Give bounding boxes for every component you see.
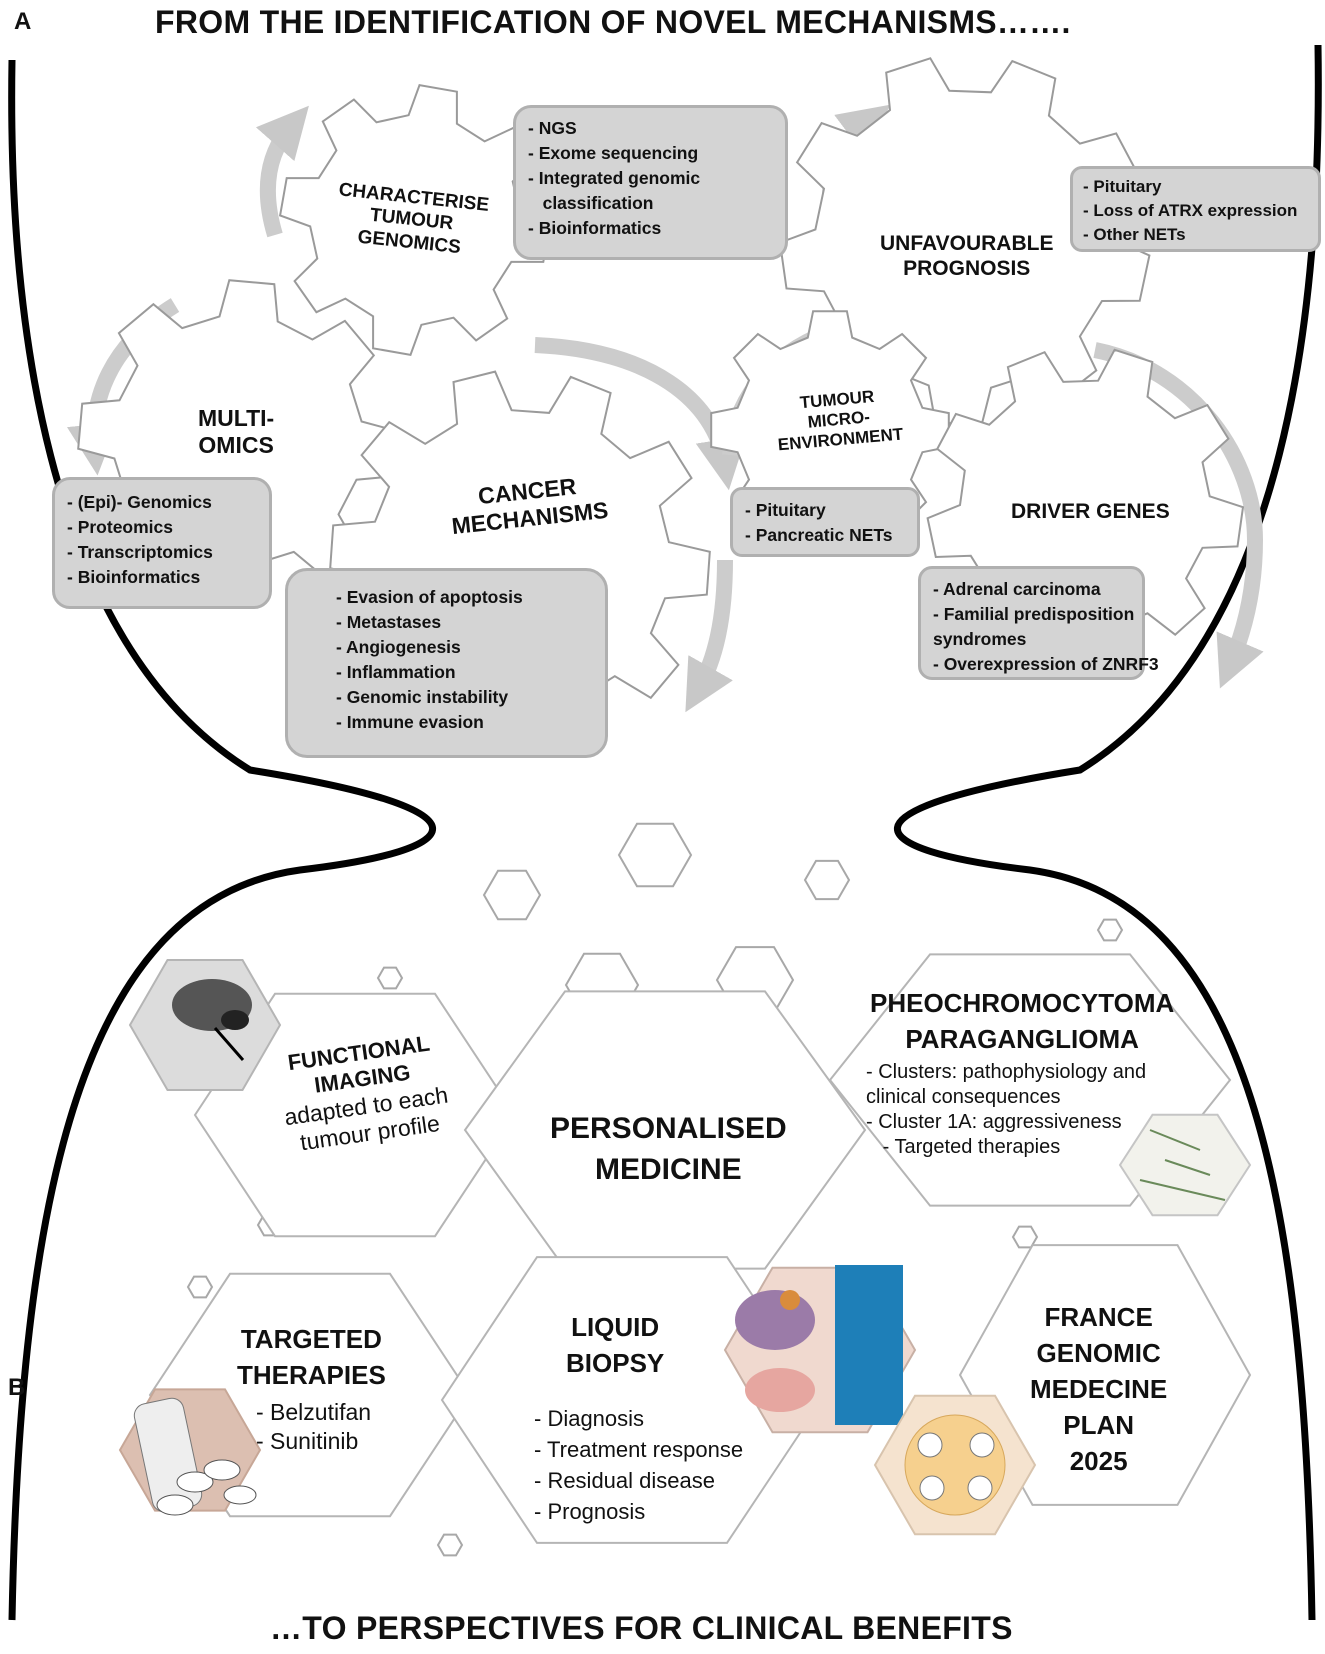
box-genomics-item: - Integrated genomic [528,168,701,188]
hex-personalised-line-2: MEDICINE [595,1153,742,1187]
hex-personalised-line-1: PERSONALISED [550,1112,787,1145]
hex-france-line-4: PLAN [1063,1409,1135,1440]
hex-france-title: FRANCE GENOMIC MEDECINE PLAN 2025 [1030,1300,1167,1479]
hex-pheo-title-line-2: PARAGANGLIOMA [905,1024,1139,1055]
hex-france-line-1: FRANCE [1044,1302,1153,1332]
box-genomics-item: classification [528,193,654,213]
hex-liquid-title: LIQUID BIOPSY [566,1310,664,1382]
gear-micro-label: TUMOUR MICRO- ENVIRONMENT [774,385,904,456]
hex-imaging-frame [193,992,517,1238]
arrow-center-down [685,559,733,713]
gear-prognosis-line-1: UNFAVOURABLE [880,232,1054,255]
box-driver-item: - Overexpression of ZNRF3 [933,654,1159,674]
gear-multiomics-label: MULTI- OMICS [198,405,274,459]
arrow-right [1093,342,1264,689]
box-multiomics-item: - Transcriptomics [67,542,213,562]
box-cancer-item: - Evasion of apoptosis [336,587,523,607]
hex-targeted-title-line-2: THERAPIES [237,1359,386,1390]
scan-thumbnail [128,959,282,1091]
box-cancer: - Evasion of apoptosis - Metastases - An… [285,568,608,758]
box-genomics-item: - Bioinformatics [528,218,662,238]
box-prognosis: - Pituitary - Loss of ATRX expression - … [1070,166,1321,252]
hex-personalised-title: PERSONALISED MEDICINE [550,1108,787,1191]
gear-driver-label: DRIVER GENES [1011,500,1170,525]
box-prognosis-item: - Loss of ATRX expression [1083,201,1298,220]
gear-multiomics-line-1: MULTI- [198,405,275,431]
hex-pheo-item: - Clusters: pathophysiology and [866,1061,1147,1083]
box-micro: - Pituitary - Pancreatic NETs [730,487,920,557]
anatomy-thumbnail [723,1265,917,1434]
box-cancer-item: - Inflammation [336,662,456,682]
hourglass-left-outline [8,59,436,1621]
box-multiomics-item: - (Epi)- Genomics [67,492,212,512]
gear-multiomics-line-2: OMICS [198,432,274,459]
hex-france-line-2: GENOMIC [1036,1337,1161,1368]
box-driver: - Adrenal carcinoma - Familial predispos… [918,566,1159,680]
hex-france-line-5: 2025 [1069,1445,1128,1476]
box-multiomics-item: - Bioinformatics [67,567,201,587]
title-top: FROM THE IDENTIFICATION OF NOVEL MECHANI… [155,4,1071,40]
hex-pheo-item: - Cluster 1A: aggressiveness [866,1111,1122,1133]
hex-liquid-item: - Diagnosis [534,1406,645,1431]
hex-liquid-title-line-1: LIQUID [571,1312,660,1342]
hex-pheo-title: PHEOCHROMOCYTOMA PARAGANGLIOMA [870,985,1174,1058]
gear-characterise [278,83,552,357]
title-bottom: …TO PERSPECTIVES FOR CLINICAL BENEFITS [270,1610,1013,1646]
hex-pheo-list: - Clusters: pathophysiology and clinical… [866,1060,1146,1160]
box-driver-item: syndromes [933,629,1027,649]
hex-personalised-frame [463,990,867,1270]
hex-pheo-title-line-1: PHEOCHROMOCYTOMA [870,988,1175,1018]
panel-label-a: A [14,8,32,35]
box-cancer-item: - Angiogenesis [336,637,461,657]
hex-pheo-item: clinical consequences [866,1086,1061,1108]
hex-liquid-item: - Treatment response [534,1437,744,1462]
arrow-top-left [255,105,309,238]
box-cancer-item: - Immune evasion [336,712,484,732]
plan-thumbnail [873,1394,1037,1536]
hex-liquid-title-line-2: BIOPSY [566,1347,665,1378]
box-prognosis-item: - Other NETs [1083,225,1186,244]
hex-targeted-item: - Sunitinib [256,1427,359,1454]
pills-thumbnail [118,1388,262,1516]
panel-label-b: B [8,1374,26,1401]
hex-targeted-list: - Belzutifan - Sunitinib [256,1398,371,1456]
box-multiomics-item: - Proteomics [67,517,173,537]
hex-liquid-list: - Diagnosis - Treatment response - Resid… [534,1403,743,1527]
box-driver-item: - Adrenal carcinoma [933,579,1101,599]
hex-france-frame [958,1244,1252,1506]
hex-imaging-title: FUNCTIONAL IMAGING adapted to each tumou… [275,1029,453,1159]
hex-targeted-item: - Belzutifan [256,1399,372,1425]
hex-targeted-title: TARGETED THERAPIES [237,1322,386,1394]
box-driver-item: - Familial predisposition [933,604,1135,624]
box-prognosis-item: - Pituitary [1083,177,1162,196]
box-multiomics: - (Epi)- Genomics - Proteomics - Transcr… [52,477,272,609]
box-micro-item: - Pancreatic NETs [745,525,893,545]
box-genomics-item: - Exome sequencing [528,143,699,163]
hourglass-right-outline [894,44,1322,1621]
hex-liquid-item: - Prognosis [534,1499,646,1524]
hex-france-line-3: MEDECINE [1030,1373,1168,1404]
hex-liquid-frame [440,1256,824,1544]
gear-prognosis-label: UNFAVOURABLE PROGNOSIS [880,232,1053,282]
box-cancer-item: - Metastases [336,612,442,632]
gear-driver-line-1: DRIVER GENES [1011,500,1170,523]
box-genomics: - NGS - Exome sequencing - Integrated ge… [513,105,788,260]
hex-targeted-title-line-1: TARGETED [240,1324,382,1354]
pathway-thumbnail [1118,1113,1252,1217]
box-micro-item: - Pituitary [745,500,826,520]
box-cancer-item: - Genomic instability [336,687,509,707]
gear-prognosis-line-2: PROGNOSIS [903,256,1031,280]
box-genomics-item: - NGS [528,118,577,138]
hex-pheo-item: - Targeted therapies [866,1136,1061,1158]
hex-liquid-item: - Residual disease [534,1468,715,1493]
